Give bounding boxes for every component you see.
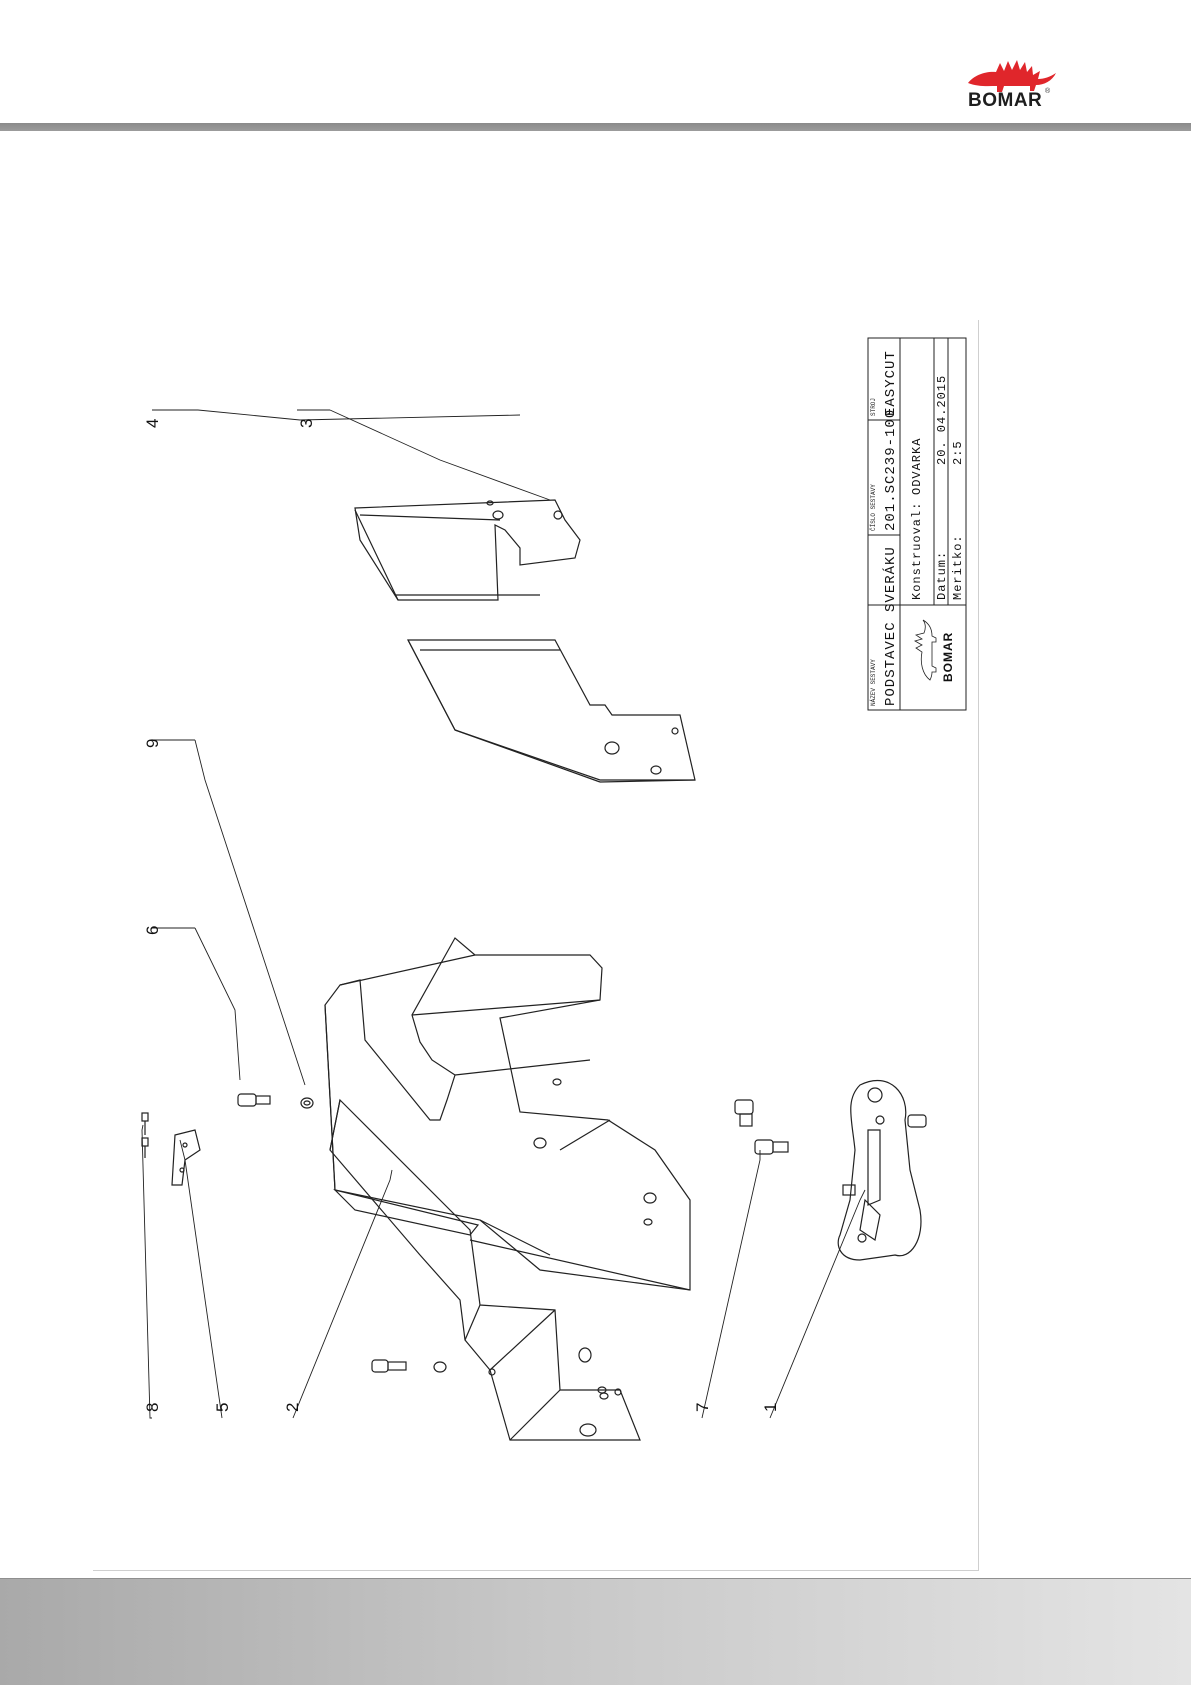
small-dinosaur-icon xyxy=(915,620,936,680)
callout-2: 2 xyxy=(283,1403,302,1412)
dinosaur-icon xyxy=(968,60,1056,92)
callout-8: 8 xyxy=(143,1403,162,1412)
designer-name: ODVARKA xyxy=(910,438,924,495)
drawing-sheet: 8 5 2 7 1 6 9 4 3 NÁZEV SESTAVY PODSTAVE… xyxy=(93,320,979,1571)
callout-1: 1 xyxy=(761,1403,780,1412)
small-logo-text: BOMAR xyxy=(941,632,955,682)
callout-9: 9 xyxy=(143,739,162,748)
machine-name: EASYCUT xyxy=(883,350,899,416)
screws-7 xyxy=(735,1100,788,1154)
assembly-number: 201.SC239-100 xyxy=(883,409,899,531)
assembly-name: PODSTAVEC SVERÁKU xyxy=(881,546,899,706)
callout-7: 7 xyxy=(693,1403,712,1412)
callout-3: 3 xyxy=(297,419,316,428)
callout-4: 4 xyxy=(143,419,162,428)
footer-band xyxy=(0,1578,1191,1685)
brand-wordmark: BOMAR xyxy=(968,90,1042,112)
base-screw xyxy=(372,1360,446,1372)
header-rule xyxy=(0,123,1191,131)
title-block: NÁZEV SESTAVY PODSTAVEC SVERÁKU ČÍSLO SE… xyxy=(868,338,966,710)
scale-value: 2:5 xyxy=(951,440,965,465)
part-2-base xyxy=(325,938,690,1395)
date-value: 20. 04.2015 xyxy=(935,375,949,465)
callout-5: 5 xyxy=(213,1403,232,1412)
date-label: Datum: xyxy=(935,551,949,600)
machine-header: STROJ xyxy=(870,398,877,416)
washer-9 xyxy=(301,1098,313,1108)
screw-6 xyxy=(238,1094,270,1106)
plate-5 xyxy=(172,1130,200,1185)
part-2-lower-body xyxy=(330,1100,640,1440)
part-4-jaw xyxy=(408,640,695,782)
leader-lines xyxy=(142,410,865,1418)
scale-label: Meritko: xyxy=(951,534,965,600)
part-1-lever xyxy=(838,1080,926,1260)
callout-6: 6 xyxy=(143,926,162,935)
callout-labels: 8 5 2 7 1 6 9 4 3 xyxy=(143,419,780,1412)
assembly-name-header: NÁZEV SESTAVY xyxy=(870,659,877,706)
part-3-jaw xyxy=(355,500,580,600)
registered-mark: ® xyxy=(1045,88,1050,95)
exploded-assembly-drawing: 8 5 2 7 1 6 9 4 3 NÁZEV SESTAVY PODSTAVE… xyxy=(93,320,978,1570)
assembly-number-header: ČÍSLO SESTAVY xyxy=(870,484,877,531)
designer-label: Konstruoval: xyxy=(910,502,924,600)
